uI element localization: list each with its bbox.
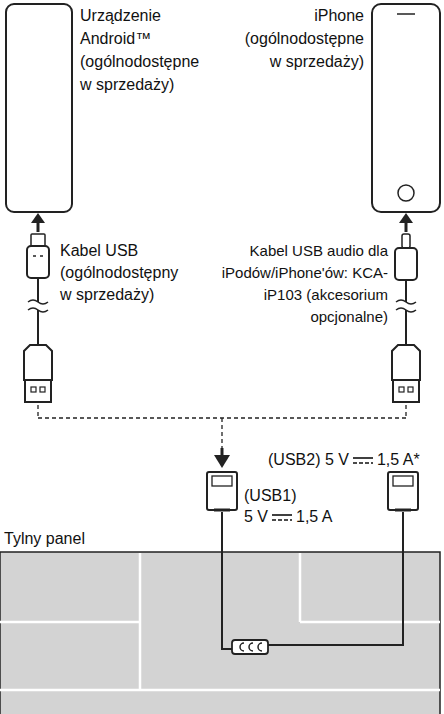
dashed-line — [38, 405, 406, 448]
iphone — [372, 4, 440, 212]
port-rating: 1,5 A* — [377, 449, 420, 471]
rear-panel — [0, 552, 440, 714]
android-phone — [6, 4, 72, 212]
panel-grid — [0, 553, 440, 690]
arrow — [37, 222, 40, 232]
usb1-cable — [222, 512, 232, 649]
usb-a-metal — [25, 380, 51, 402]
speaker — [397, 13, 415, 15]
home-button — [398, 185, 414, 201]
usb2-rating: (USB2) 5 V 1,5 A* — [268, 449, 420, 471]
cable-connector — [232, 640, 268, 654]
cable — [37, 278, 39, 345]
port-rating: 1,5 A — [296, 506, 332, 528]
cable-label: Kabel USB (ogólnodostępny w sprzedaży) — [60, 240, 190, 306]
dc-symbol — [353, 455, 373, 465]
micro-usb-tip — [31, 234, 45, 246]
usb-a-plug — [24, 345, 52, 380]
port-name: (USB1) — [244, 485, 296, 507]
label-text: iPhone (ogólnodostępne w sprzedaży) — [229, 4, 364, 73]
arrow-head — [399, 213, 413, 223]
cable-label: Kabel USB audio dla iPodów/iPhone'ów: KC… — [208, 240, 388, 328]
arrow-head — [214, 455, 230, 468]
port-rating: (USB2) 5 V — [268, 449, 349, 471]
panel-heading: Tylny panel — [4, 527, 85, 550]
usb2-socket — [388, 472, 418, 510]
port-rating: 5 V — [244, 506, 268, 528]
micro-usb-plug — [27, 246, 49, 278]
arrow — [405, 222, 408, 232]
usb-a-plug — [392, 345, 420, 380]
device-label: Urządzenie Android™ (ogólnodostępne w sp… — [80, 4, 215, 96]
usb1-socket — [207, 472, 237, 510]
arrow-head — [31, 213, 45, 223]
cable — [405, 280, 407, 345]
label-text: Urządzenie Android™ (ogólnodostępne w sp… — [80, 4, 215, 96]
dc-symbol — [272, 512, 292, 522]
usb-a-metal — [393, 380, 419, 402]
device-label: iPhone (ogólnodostępne w sprzedaży) — [229, 4, 364, 73]
label-text: Tylny panel — [4, 527, 85, 550]
lightning-plug — [395, 248, 417, 280]
lightning-tip — [402, 234, 410, 248]
usb1-rating: 5 V 1,5 A — [244, 506, 333, 528]
usb2-cable — [268, 512, 403, 645]
